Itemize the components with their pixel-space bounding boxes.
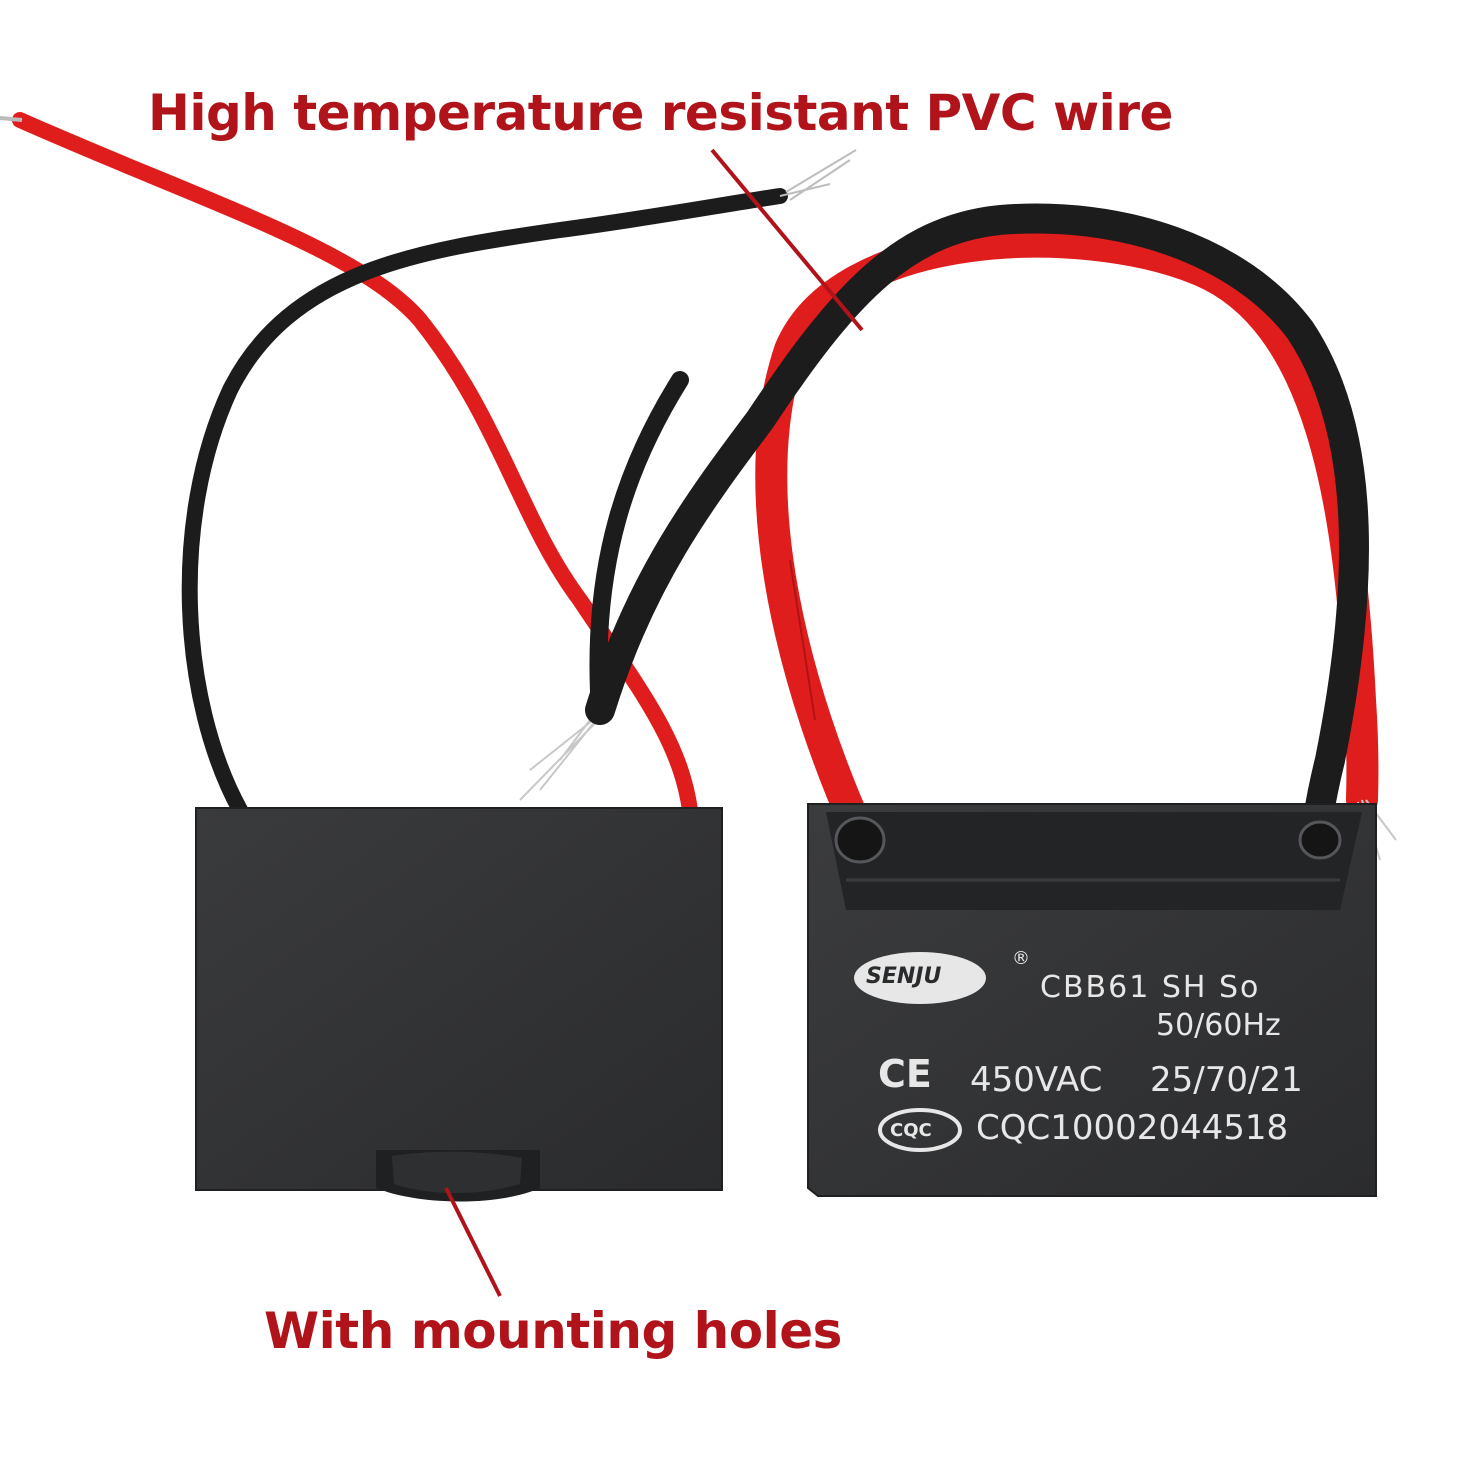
cqc-logo-oval (878, 1108, 962, 1152)
left-black-wire (181, 188, 788, 818)
right-capacitor (585, 148, 1397, 1197)
cqc-number-text: CQC10002044518 (976, 1108, 1289, 1148)
voltage-text: 450VAC (970, 1060, 1103, 1100)
wire-pointer-line (710, 148, 864, 332)
cqc-logo-text: CQC (890, 1120, 932, 1141)
left-capacitor (0, 112, 857, 1202)
holes-annotation-label: With mounting holes (264, 1302, 842, 1360)
loose-black-wire (589, 371, 689, 719)
ce-mark: CE (878, 1052, 932, 1096)
brand-logo-oval (854, 952, 986, 1004)
right-red-wire (755, 225, 1379, 846)
brand-logo-text: SENJU (866, 964, 942, 989)
wire-annotation-label: High temperature resistant PVC wire (148, 84, 1173, 142)
holes-pointer-line (444, 1187, 502, 1297)
climatic-class-text: 25/70/21 (1150, 1060, 1303, 1100)
left-capacitor-body (195, 807, 723, 1191)
frequency-text: 50/60Hz (1156, 1008, 1281, 1043)
left-red-wire (12, 112, 698, 818)
right-black-wire (585, 203, 1369, 845)
model-text: CBB61 SH So (1040, 970, 1261, 1005)
registered-mark: ® (1012, 948, 1030, 969)
